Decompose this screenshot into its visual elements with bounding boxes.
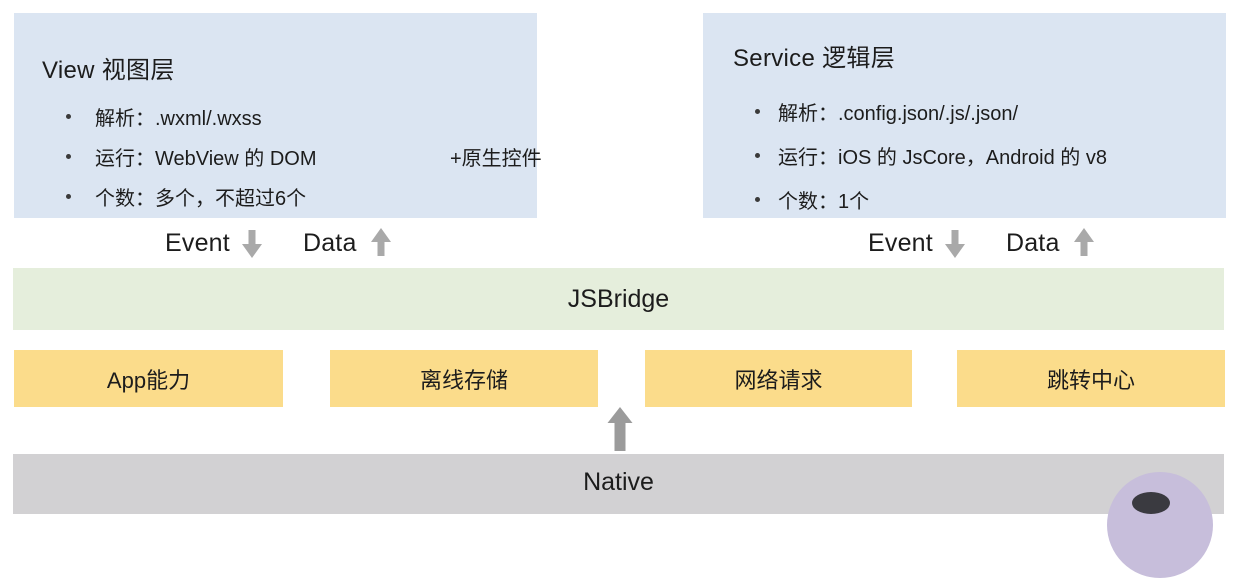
bullet-text: 个数：多个，不超过6个	[95, 187, 307, 210]
architecture-diagram: View 视图层 解析：.wxml/.wxss 运行：WebView 的 DOM…	[13, 13, 1226, 578]
service-layer-box: Service 逻辑层 解析：.config.json/.js/.json/ 运…	[703, 13, 1226, 218]
service-layer-bullet-list: 解析：.config.json/.js/.json/ 运行：iOS 的 JsCo…	[703, 89, 1226, 221]
avatar	[1107, 472, 1213, 578]
bullet-text: 个数：1个	[778, 190, 870, 213]
bullet-dot-icon	[755, 152, 760, 158]
up-arrow-icon	[1073, 228, 1094, 256]
bullet-text: 解析：.wxml/.wxss	[95, 107, 262, 130]
data-label: Data	[1005, 228, 1060, 257]
down-arrow-icon	[241, 230, 262, 258]
capability-label: 离线存储	[419, 367, 508, 393]
capability-box-storage: 离线存储	[330, 350, 598, 407]
bullet-text: 运行：iOS 的 JsCore，Android 的 v8	[778, 146, 1107, 169]
capability-label: 网络请求	[734, 367, 823, 393]
capability-label: 跳转中心	[1046, 367, 1135, 393]
view-layer-bullet-list: 解析：.wxml/.wxss 运行：WebView 的 DOM +原生控件 个数…	[14, 96, 542, 216]
bullet-suffix-text: +原生控件	[450, 147, 542, 170]
bullet-item: 运行：WebView 的 DOM +原生控件	[66, 136, 542, 176]
view-layer-title: View 视图层	[42, 57, 175, 84]
bullet-dot-icon	[66, 113, 71, 119]
capability-box-redirect: 跳转中心	[957, 350, 1225, 407]
bullet-dot-icon	[66, 153, 71, 159]
avatar-head-shape	[1132, 492, 1170, 514]
native-bar: Native	[13, 454, 1224, 514]
jsbridge-bar: JSBridge	[13, 268, 1224, 330]
service-layer-title: Service 逻辑层	[733, 45, 895, 72]
native-label: Native	[583, 468, 654, 496]
down-arrow-icon	[944, 230, 965, 258]
data-label: Data	[302, 228, 357, 257]
flow-row-service: Event Data	[868, 226, 1094, 260]
bullet-dot-icon	[66, 193, 71, 199]
bullet-item: 解析：.wxml/.wxss	[66, 96, 537, 136]
bullet-item: 个数：多个，不超过6个	[66, 176, 537, 216]
big-up-arrow-icon	[607, 407, 633, 451]
capability-label: App能力	[106, 367, 191, 393]
bullet-text: 解析：.config.json/.js/.json/	[778, 102, 1019, 125]
bullet-item: 解析：.config.json/.js/.json/	[755, 89, 1226, 133]
capability-box-network: 网络请求	[645, 350, 912, 407]
up-arrow-icon	[370, 228, 391, 256]
event-label: Event	[868, 228, 933, 257]
bullet-item: 个数：1个	[755, 177, 1226, 221]
bullet-text: 运行：WebView 的 DOM	[95, 147, 317, 170]
bullet-dot-icon	[755, 108, 760, 114]
jsbridge-label: JSBridge	[567, 284, 670, 313]
event-label: Event	[165, 228, 230, 257]
capability-box-app: App能力	[14, 350, 283, 407]
bullet-item: 运行：iOS 的 JsCore，Android 的 v8	[755, 133, 1226, 177]
bullet-dot-icon	[755, 196, 760, 202]
flow-row-view: Event Data	[165, 226, 391, 260]
view-layer-box: View 视图层 解析：.wxml/.wxss 运行：WebView 的 DOM…	[14, 13, 542, 218]
